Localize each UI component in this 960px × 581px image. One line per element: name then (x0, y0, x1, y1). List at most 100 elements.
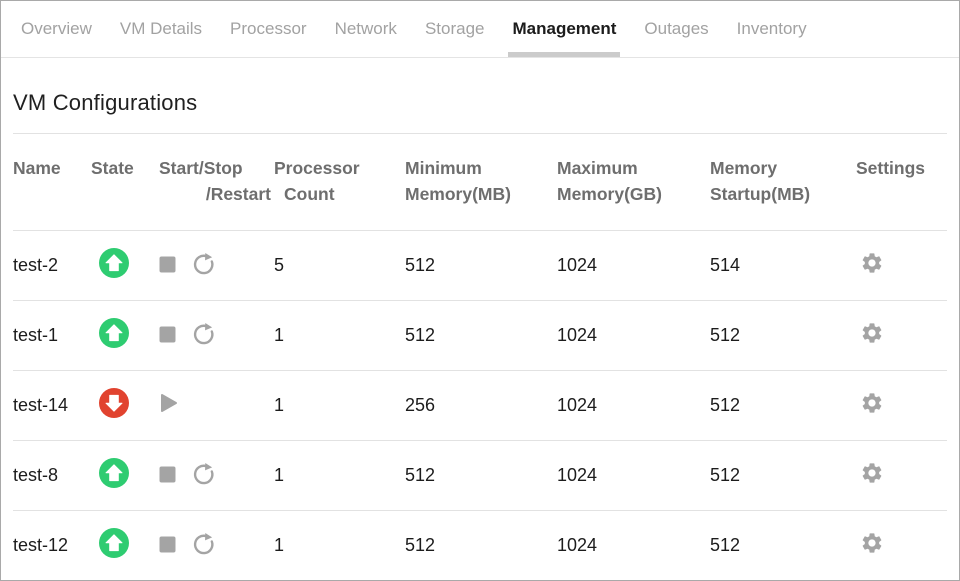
maximum-memory-value: 1024 (557, 510, 710, 580)
stop-square-icon (159, 536, 176, 553)
tab-network[interactable]: Network (335, 1, 397, 57)
minimum-memory-value: 512 (405, 440, 557, 511)
tab-label: Management (512, 19, 617, 38)
table-header: Name State Start/Stop /Restart Processor… (13, 134, 947, 231)
column-header-line1: Maximum (557, 158, 638, 178)
settings-button[interactable] (860, 461, 884, 485)
processor-count-value: 1 (274, 300, 405, 371)
restart-circular-arrow-icon (193, 322, 214, 345)
stop-button[interactable] (159, 466, 176, 483)
memory-startup-value: 514 (710, 230, 856, 301)
tab-management[interactable]: Management (508, 1, 621, 57)
stop-square-icon (159, 466, 176, 483)
tab-storage[interactable]: Storage (425, 1, 485, 57)
vm-name: test-1 (13, 324, 59, 345)
state-up-icon (99, 527, 129, 558)
state-up-icon (99, 247, 129, 278)
state-down-icon (99, 387, 129, 418)
minimum-memory-value: 512 (405, 300, 557, 371)
column-header-line2: Memory(MB) (405, 184, 511, 205)
vm-configurations-table: Name State Start/Stop /Restart Processor… (13, 134, 947, 580)
tab-label: Overview (21, 19, 92, 38)
main-content: VM Configurations Name State Start/Stop … (1, 58, 959, 580)
processor-count-value: 1 (274, 370, 405, 441)
tab-label: VM Details (119, 19, 203, 38)
minimum-memory-value: 256 (405, 370, 557, 441)
processor-count-value: 1 (274, 510, 405, 580)
green-circle-up-arrow-icon (99, 457, 129, 488)
memory-startup-value: 512 (710, 300, 856, 371)
maximum-memory-value: 1024 (557, 300, 710, 371)
table-row-test-1: test-1 1 512 1024 512 (13, 300, 947, 371)
power-controls (159, 532, 216, 557)
restart-button[interactable] (191, 532, 216, 557)
gear-icon (862, 252, 882, 273)
tab-processor[interactable]: Processor (230, 1, 307, 57)
tab-overview[interactable]: Overview (21, 1, 92, 57)
table-row-test-2: test-2 5 512 1024 514 (13, 230, 947, 301)
settings-button[interactable] (860, 531, 884, 555)
column-header-line2: /Restart (205, 184, 271, 205)
column-header-line1: Processor (274, 158, 360, 178)
table-row-test-8: test-8 1 512 1024 512 (13, 440, 947, 511)
tab-inventory[interactable]: Inventory (737, 1, 807, 57)
stop-button[interactable] (159, 536, 176, 553)
gear-icon (862, 462, 882, 483)
column-header-line1: State (91, 158, 134, 178)
vm-name: test-8 (13, 464, 59, 485)
column-header-memory: Memory Startup(MB) (710, 134, 856, 231)
table-body: test-2 5 512 1024 514 test-1 1 512 1024 … (13, 230, 947, 580)
tab-label: Processor (230, 19, 307, 38)
maximum-memory-value: 1024 (557, 440, 710, 511)
tab-vm-details[interactable]: VM Details (120, 1, 202, 57)
tab-label: Outages (644, 19, 709, 38)
vm-name: test-2 (13, 254, 59, 275)
memory-startup-value: 512 (710, 440, 856, 511)
table-row-test-14: test-14 1 256 1024 512 (13, 370, 947, 441)
gear-icon (862, 532, 882, 553)
minimum-memory-value: 512 (405, 230, 557, 301)
restart-button[interactable] (191, 252, 216, 277)
stop-button[interactable] (159, 326, 176, 343)
column-header-line1: Start/Stop (159, 158, 243, 178)
column-header-line1: Name (13, 158, 61, 178)
tab-label: Inventory (736, 19, 807, 38)
column-header-start-stop: Start/Stop /Restart (159, 134, 274, 231)
settings-button[interactable] (860, 391, 884, 415)
table-row-test-12: test-12 1 512 1024 512 (13, 510, 947, 580)
tab-label: Storage (424, 19, 485, 38)
vm-name: test-12 (13, 534, 69, 555)
processor-count-value: 5 (274, 230, 405, 301)
play-triangle-icon (161, 393, 177, 412)
column-header-line1: Settings (856, 158, 926, 178)
restart-circular-arrow-icon (193, 252, 214, 275)
restart-circular-arrow-icon (193, 532, 214, 555)
power-controls (159, 322, 216, 347)
power-controls (159, 252, 216, 277)
power-controls (159, 462, 216, 487)
vm-name: test-14 (13, 394, 69, 415)
processor-count-value: 1 (274, 440, 405, 511)
power-controls (159, 392, 179, 414)
column-header-minimum: Minimum Memory(MB) (405, 134, 557, 231)
stop-button[interactable] (159, 256, 176, 273)
state-up-icon (99, 317, 129, 348)
restart-button[interactable] (191, 322, 216, 347)
memory-startup-value: 512 (710, 510, 856, 580)
state-up-icon (99, 457, 129, 488)
column-header-state: State (91, 134, 159, 231)
gear-icon (862, 392, 882, 413)
column-header-line2: Startup(MB) (710, 184, 811, 205)
start-button[interactable] (159, 392, 179, 414)
column-header-line2: Count (284, 184, 335, 205)
restart-button[interactable] (191, 462, 216, 487)
settings-button[interactable] (860, 251, 884, 275)
tab-label: Network (334, 19, 397, 38)
column-header-line1: Memory (710, 158, 778, 178)
column-header-name: Name (13, 134, 91, 231)
minimum-memory-value: 512 (405, 510, 557, 580)
settings-button[interactable] (860, 321, 884, 345)
tab-outages[interactable]: Outages (644, 1, 708, 57)
stop-square-icon (159, 256, 176, 273)
